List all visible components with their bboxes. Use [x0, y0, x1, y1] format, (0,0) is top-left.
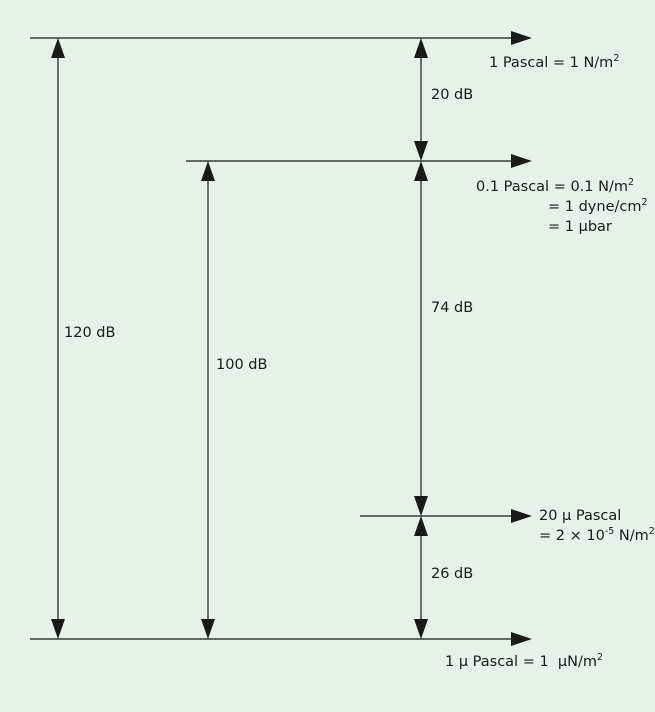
low-level-arrowhead: [511, 509, 532, 523]
span-26db-arrow: [414, 516, 428, 639]
mid-level-label-line2: = 1 dyne/cm2: [548, 197, 648, 215]
span-20db-arrowhead-down: [414, 141, 428, 161]
span-20db-label: 20 dB: [431, 87, 473, 103]
span-26db-arrowhead-down: [414, 619, 428, 639]
reference-lines: [30, 37, 512, 640]
top-level-arrowhead: [511, 31, 532, 45]
span-100db-arrowhead-down: [201, 619, 215, 639]
span-100db-arrowhead-up: [201, 161, 215, 181]
bottom-level-label: 1 µ Pascal = 1 µN/m2: [445, 652, 603, 670]
top-level-label: 1 Pascal = 1 N/m2: [489, 53, 619, 71]
span-74db-label: 74 dB: [431, 300, 473, 316]
span-74db-arrow: [414, 161, 428, 516]
span-74db-arrowhead-up: [414, 161, 428, 181]
span-120db-arrowhead-down: [51, 619, 65, 639]
mid-level-label-line3: = 1 µbar: [548, 219, 612, 235]
level-arrowheads: [511, 31, 532, 646]
span-100db-arrow: [201, 161, 215, 639]
span-100db-label: 100 dB: [216, 357, 267, 373]
span-120db-arrow: [51, 38, 65, 639]
span-20db-arrow: [414, 38, 428, 161]
low-level-label-line1: 20 µ Pascal: [539, 508, 621, 524]
span-26db-label: 26 dB: [431, 566, 473, 582]
mid-level-label-line1: 0.1 Pascal = 0.1 N/m2: [476, 177, 634, 195]
bottom-level-arrowhead: [511, 632, 532, 646]
mid-level-arrowhead: [511, 154, 532, 168]
span-120db-arrowhead-up: [51, 38, 65, 58]
span-74db-arrowhead-down: [414, 496, 428, 516]
span-20db-arrowhead-up: [414, 38, 428, 58]
span-26db-arrowhead-up: [414, 516, 428, 536]
low-level-label-line2: = 2 × 10-5 N/m2: [539, 526, 655, 544]
span-120db-label: 120 dB: [64, 325, 115, 341]
